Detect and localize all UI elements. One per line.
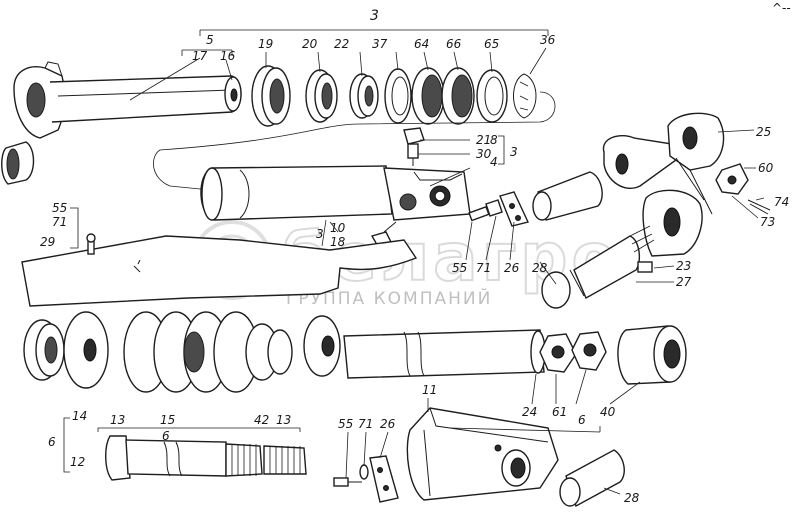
label-22: 22	[334, 37, 349, 51]
label-11: 11	[422, 383, 437, 397]
grease-nipple-23	[637, 261, 653, 273]
nut-61-a	[539, 333, 577, 373]
washer-71-lower	[359, 464, 369, 480]
label-71-b: 71	[476, 261, 491, 275]
label-71-c: 71	[358, 417, 373, 431]
label-19: 19	[258, 37, 273, 51]
label-3-low: 3	[316, 227, 324, 241]
label-60: 60	[758, 161, 774, 175]
bushing-40	[617, 325, 687, 385]
label-21: 21	[476, 133, 491, 147]
ring-37	[384, 68, 412, 124]
label-30: 30	[476, 147, 492, 161]
corner-mark: ^--	[772, 1, 791, 15]
label-25: 25	[756, 125, 771, 139]
tie-rod-tube-17	[13, 61, 242, 139]
flange-washer-left	[23, 319, 65, 381]
label-3-mid: 3	[510, 145, 518, 159]
label-5: 5	[206, 33, 214, 47]
ring-20	[305, 69, 338, 123]
ring-22	[349, 73, 379, 119]
label-42: 42	[254, 413, 269, 427]
grease-fitting-21	[403, 127, 425, 166]
label-55-c: 55	[338, 417, 353, 431]
label-13-b: 13	[276, 413, 291, 427]
plate-26-middle	[499, 191, 529, 227]
label-24: 24	[522, 405, 537, 419]
label-74: 74	[774, 195, 789, 209]
label-64: 64	[414, 37, 429, 51]
label-20: 20	[302, 37, 318, 51]
cup-washer	[63, 311, 109, 389]
flange-washer-right	[303, 315, 341, 377]
label-29: 29	[40, 235, 55, 249]
coil-spring	[123, 311, 293, 393]
label-15: 15	[160, 413, 175, 427]
label-6-a: 6	[578, 413, 586, 427]
ring-64	[411, 67, 445, 125]
pin-upper	[532, 171, 603, 221]
leader-lines	[63, 29, 765, 495]
label-13-a: 13	[110, 413, 125, 427]
label-12: 12	[70, 455, 85, 469]
bolt-12	[105, 435, 307, 481]
bushing-left	[1, 141, 35, 185]
label-8: 8	[490, 133, 498, 147]
label-27: 27	[676, 275, 692, 289]
label-28-a: 28	[532, 261, 548, 275]
label-65: 65	[484, 37, 499, 51]
ring-65	[476, 69, 508, 123]
label-14: 14	[72, 409, 87, 423]
label-40: 40	[600, 405, 616, 419]
bracket-plate-29	[21, 233, 418, 307]
lever-arm-25	[602, 112, 725, 257]
assembly-leader-loop	[153, 91, 556, 191]
label-55-a: 55	[52, 201, 67, 215]
nut-60	[715, 163, 749, 195]
plate-26-lower	[369, 455, 399, 503]
label-18: 18	[330, 235, 346, 249]
ring-19	[251, 65, 291, 127]
nut-61-b	[571, 331, 607, 371]
label-16: 16	[220, 49, 236, 63]
cotter-pin-74	[747, 199, 771, 215]
label-55-b: 55	[452, 261, 467, 275]
label-10: 10	[330, 221, 346, 235]
bolt-55-middle	[468, 199, 503, 222]
clevis-fork-11	[406, 407, 559, 501]
label-26-b: 26	[380, 417, 396, 431]
ring-66	[441, 67, 475, 125]
label-6-c: 6	[48, 435, 56, 449]
pin-lower	[559, 449, 625, 508]
part-labels: 3 5 17 16 19 20 22 37 64 66 65 36 25 60 …	[40, 8, 789, 505]
bolt-55-lower	[333, 477, 362, 487]
label-3-top: 3	[370, 8, 379, 24]
label-17: 17	[192, 49, 208, 63]
label-36: 36	[540, 33, 556, 47]
label-66: 66	[446, 37, 462, 51]
label-26-a: 26	[504, 261, 520, 275]
label-6-b: 6	[162, 429, 170, 443]
spacer-sleeve-24	[343, 329, 546, 379]
threaded-shaft-27	[541, 225, 655, 309]
cylinder-housing	[200, 165, 471, 221]
label-28-b: 28	[624, 491, 640, 505]
watermark-tagline: ГРУППА КОМПАНИЙ	[286, 287, 492, 309]
label-73: 73	[760, 215, 775, 229]
label-37: 37	[372, 37, 388, 51]
label-61-a: 61	[552, 405, 567, 419]
label-4: 4	[490, 155, 498, 169]
label-23: 23	[676, 259, 691, 273]
spring-wire-36	[513, 73, 537, 119]
label-71-a: 71	[52, 215, 67, 229]
